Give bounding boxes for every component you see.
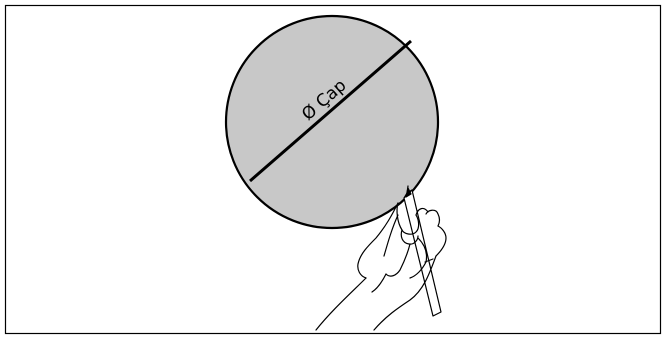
circle-diameter-illustration: Ø Çap — [0, 0, 665, 338]
diagram-canvas: Ø Çap — [0, 0, 665, 338]
